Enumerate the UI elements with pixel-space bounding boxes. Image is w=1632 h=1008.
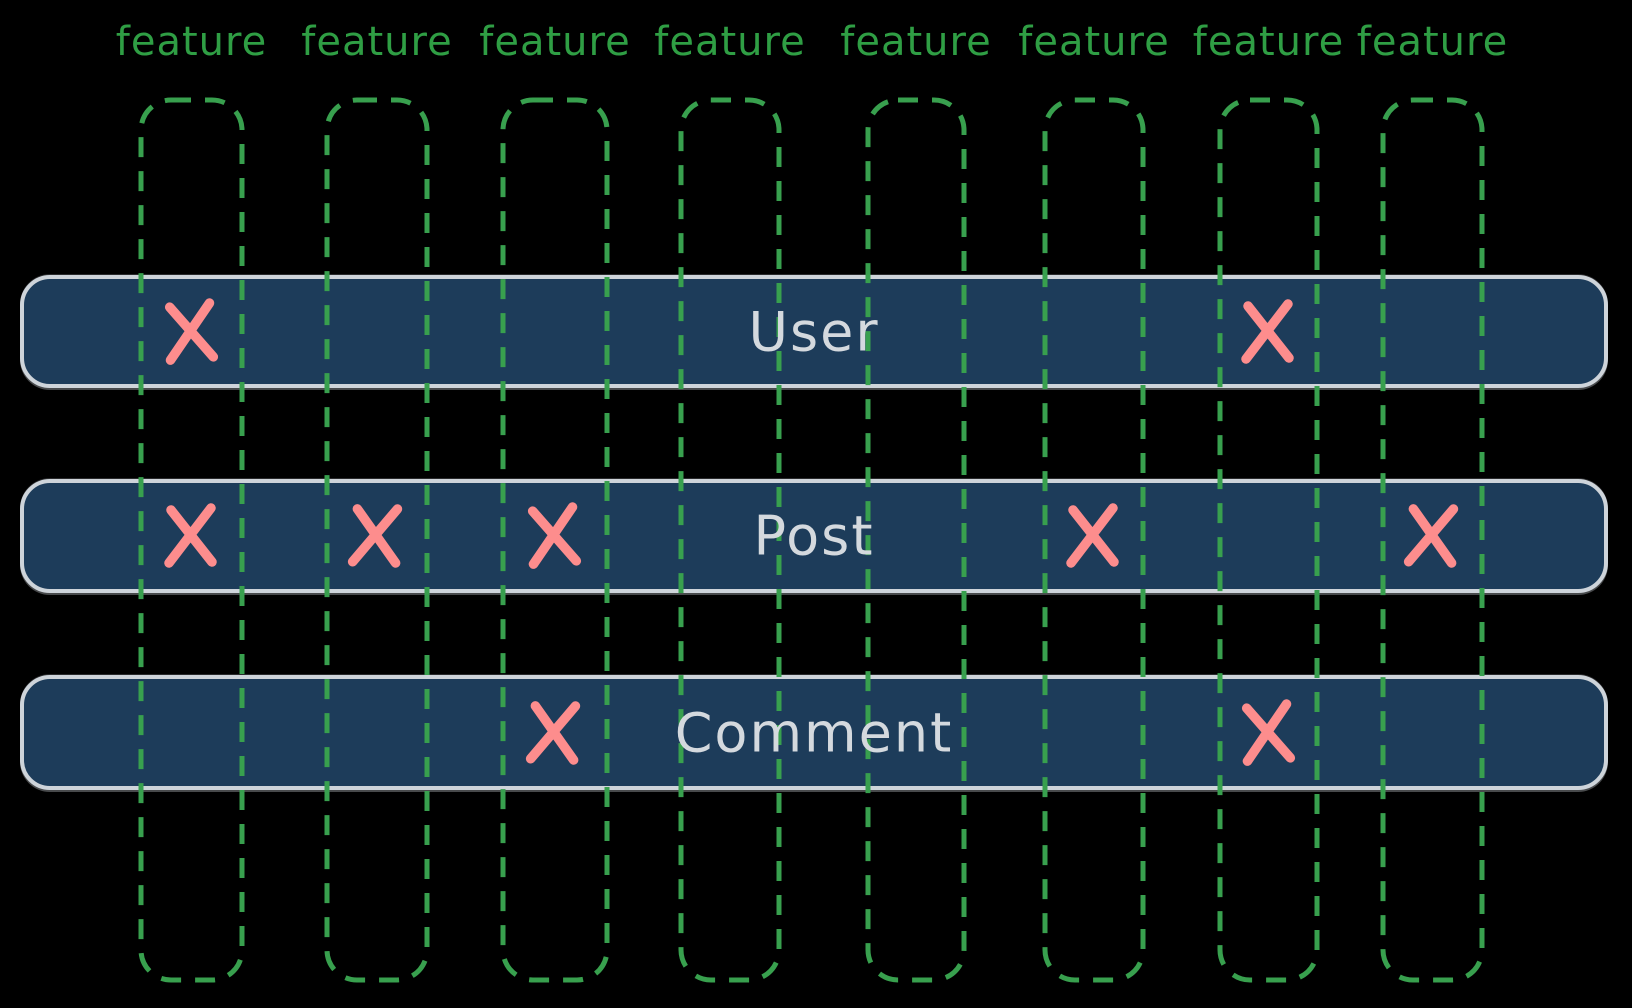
entity-bar-comment: [20, 675, 1608, 790]
entity-bar-user: [20, 275, 1608, 388]
entity-bar-post: [20, 479, 1608, 593]
